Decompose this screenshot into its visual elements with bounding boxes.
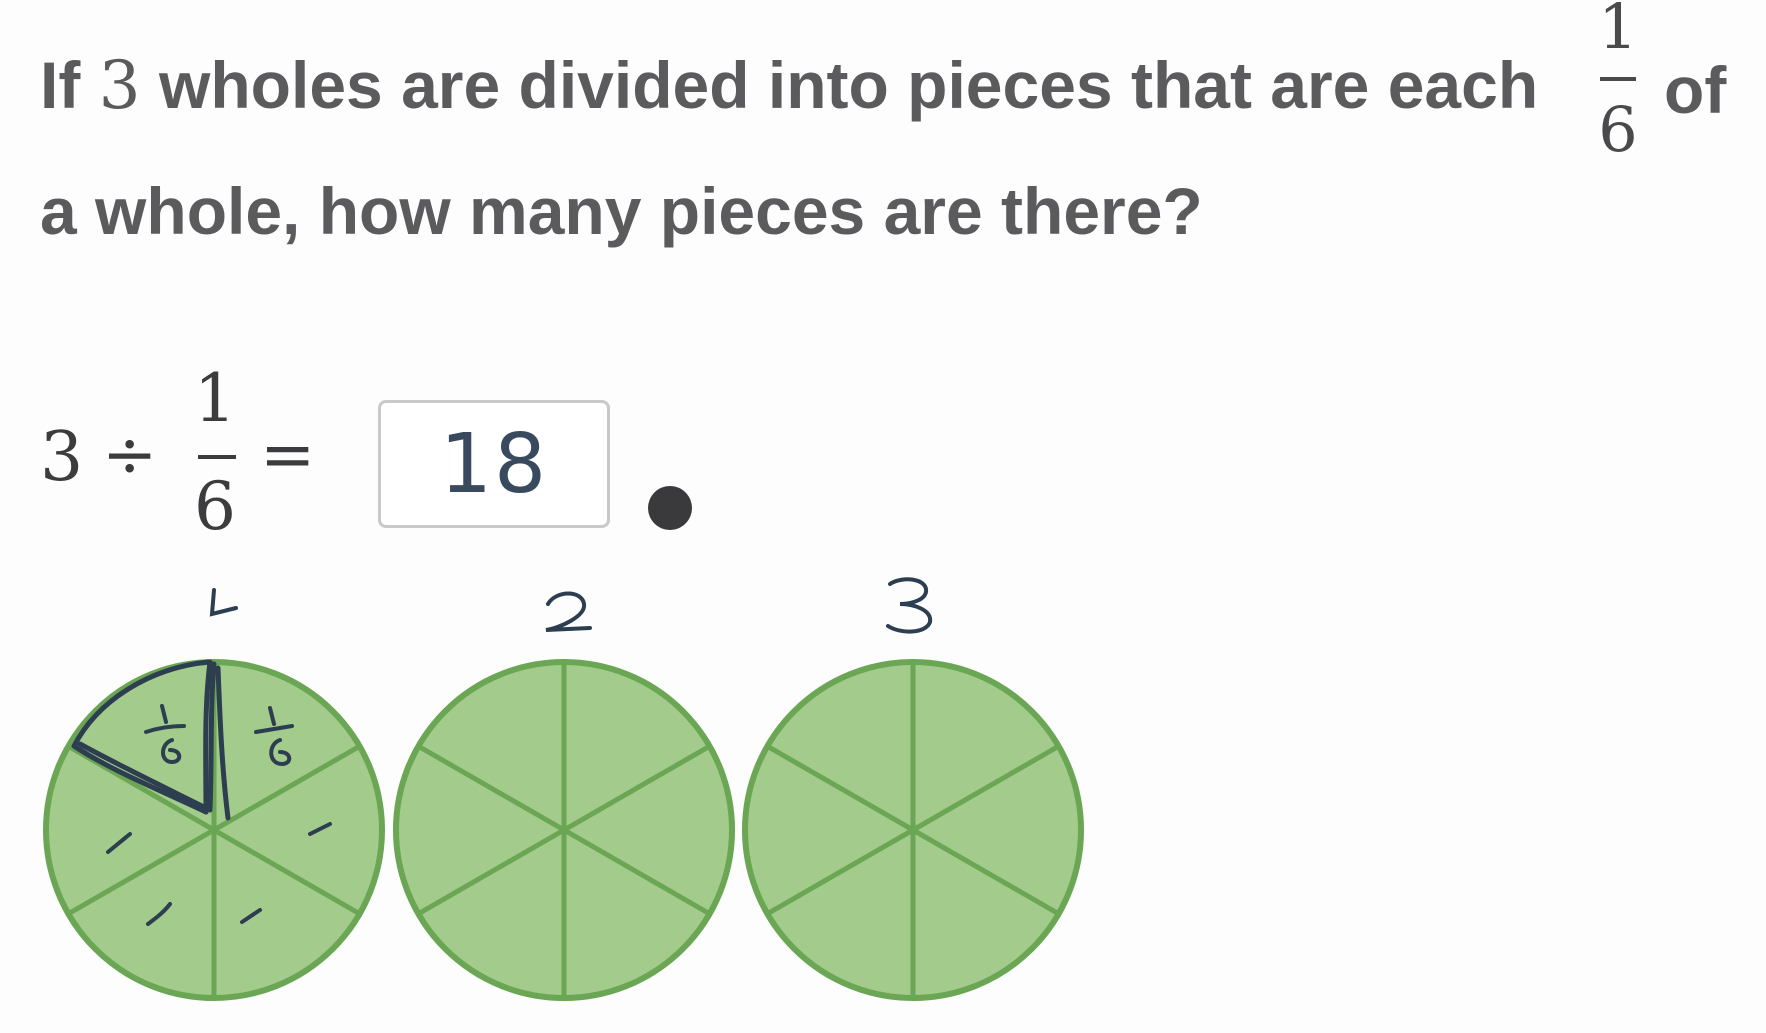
cursor-dot [648,486,692,530]
circle-label-1 [209,588,238,617]
question-number: 3 [98,47,141,124]
highlighted-slice-outline [71,659,231,821]
slice-label-one-sixth-a [144,704,186,765]
question-suffix: of [1664,53,1727,127]
pie-circle-3 [742,659,1084,1001]
question-line-2: a whole, how many pieces are there? [40,174,1203,248]
slice-label-one-sixth-b [254,706,294,767]
pie-circle-2-dividers [416,662,712,998]
equals-sign: = [260,416,316,493]
circle-label-2 [545,591,592,632]
pie-circle-3-dividers [765,662,1061,998]
question-fraction-numerator: 1 [1598,0,1638,63]
equation-dividend: 3 [40,418,84,497]
answer-input[interactable]: 18 [378,400,610,528]
equation-fraction: 1 6 [180,360,250,545]
question-fraction: 1 6 [1590,0,1646,170]
equation-fraction-numerator: 1 [194,360,236,437]
pie-circle-2 [393,659,735,1001]
equation-fraction-bar [198,455,236,459]
slice-tally-marks [106,822,332,926]
equation: 3 ÷ 1 6 = 18 [40,360,760,545]
question-fraction-bar [1600,77,1636,81]
equation-fraction-denominator: 6 [194,468,236,545]
division-sign: ÷ [102,416,158,493]
question-rest: wholes are divided into pieces that are … [159,48,1539,122]
circle-label-3 [886,577,933,634]
question-fraction-denominator: 6 [1598,93,1638,166]
question-prefix: If [40,48,81,122]
answer-value: 18 [439,417,549,512]
question-line-1: If 3 wholes are divided into pieces that… [40,52,1538,119]
